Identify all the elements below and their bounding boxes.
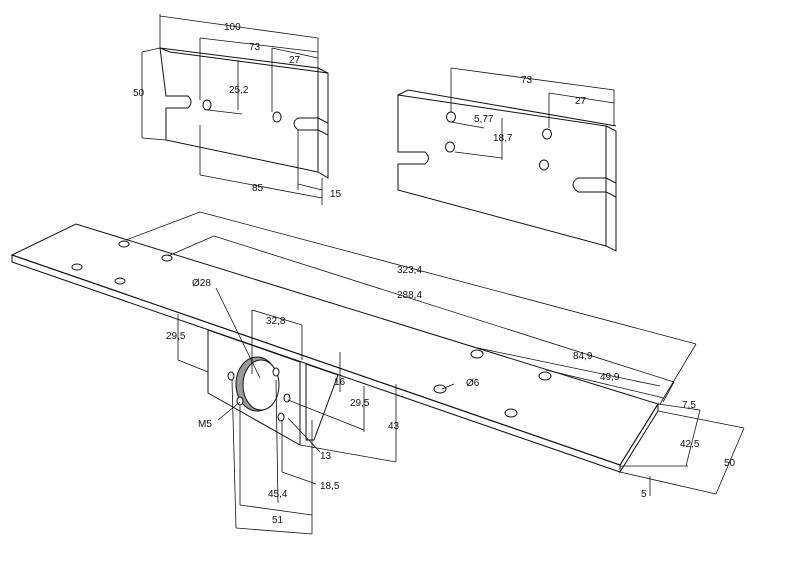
base-top-face (10, 223, 659, 466)
plate-b-hole-4 (539, 159, 549, 171)
plate-a-slot-right (317, 117, 329, 136)
base-hole-3 (161, 254, 173, 262)
base-dim-323-4: 323,4 (397, 265, 422, 276)
base-hole-8 (504, 408, 518, 418)
plate-b-hole-3 (542, 128, 552, 140)
base-dim-hole-dia: Ø6 (466, 378, 480, 389)
plate-b-dim-27: 27 (575, 96, 587, 107)
plate-a-side-face (317, 67, 329, 179)
base-dim-bore-dia: Ø28 (192, 278, 211, 289)
base-hole-4 (114, 277, 126, 285)
plate-b-dim-73: 73 (521, 75, 533, 86)
base-hole-2 (71, 263, 83, 271)
base-front-edge (11, 254, 621, 473)
base-hole-1 (118, 240, 130, 248)
base-dim-32-8: 32,8 (266, 316, 286, 327)
base-dim-49-9: 49,9 (600, 372, 620, 383)
plate-b-front-face (397, 94, 607, 247)
plate-a-hole-left (202, 99, 212, 111)
base-dim-43: 43 (388, 421, 400, 432)
base-hole-6 (538, 371, 552, 381)
plate-b: 73 27 5,77 18,7 (397, 67, 617, 252)
base-dim-7-5: 7,5 (682, 400, 696, 411)
base-bracket-hole-3 (272, 367, 280, 377)
plate-a-dim-85: 85 (252, 183, 264, 194)
base-dim-50: 50 (724, 458, 736, 469)
base-bracket-hole-5 (277, 412, 285, 422)
base-dim-16: 16 (334, 377, 346, 388)
base-dim-51: 51 (272, 515, 284, 526)
plate-b-top-edge (397, 89, 617, 127)
base-bore-inner (242, 359, 280, 411)
base-dim-13: 13 (320, 451, 332, 462)
base-dim-29-5-left: 29,5 (166, 331, 186, 342)
plate-b-hole-2 (445, 141, 455, 153)
base-dim-29-5-right: 29,5 (350, 398, 370, 409)
plate-b-dimension-lines (450, 67, 615, 160)
plate-a-dim-100: 100 (224, 22, 241, 33)
base-dim-45-4: 45,4 (268, 489, 288, 500)
base-gusset (305, 363, 339, 441)
base-hole-7 (433, 384, 447, 394)
plate-a-dim-25-2: 25,2 (229, 85, 249, 96)
plate-a-top-edge (159, 47, 329, 74)
plate-a-dimension-lines (141, 14, 323, 205)
plate-a-dim-50: 50 (133, 88, 145, 99)
plate-b-dim-18-7: 18,7 (493, 133, 513, 144)
base-dim-84-9: 84,9 (573, 351, 593, 362)
plate-a: 100 73 27 25,2 50 85 15 (133, 14, 342, 205)
base-dim-thread: M5 (198, 419, 212, 430)
base-dim-5: 5 (641, 489, 647, 500)
plate-b-dim-5-77: 5,77 (474, 114, 494, 125)
plate-b-hole-1 (446, 111, 456, 123)
base-dim-18-5: 18,5 (320, 481, 340, 492)
plate-b-slot-right (605, 177, 617, 198)
plate-a-dim-27: 27 (289, 55, 301, 66)
base-dimension-lines (125, 211, 745, 535)
base-side-edge (619, 402, 659, 474)
plate-b-side-face (605, 125, 617, 252)
base-hole-5 (470, 349, 484, 359)
plate-a-dim-15: 15 (330, 189, 342, 200)
base-assembly: 323,4 288,4 Ø28 32,8 29,5 84,9 49,9 Ø6 7… (10, 211, 745, 535)
plate-a-dim-73: 73 (249, 42, 261, 53)
base-dim-42-5: 42,5 (680, 439, 700, 450)
base-bracket-hole-1 (227, 371, 235, 381)
plate-a-front-face (159, 47, 319, 173)
base-dim-288-4: 288,4 (397, 290, 422, 301)
plate-a-hole-right (272, 111, 282, 123)
